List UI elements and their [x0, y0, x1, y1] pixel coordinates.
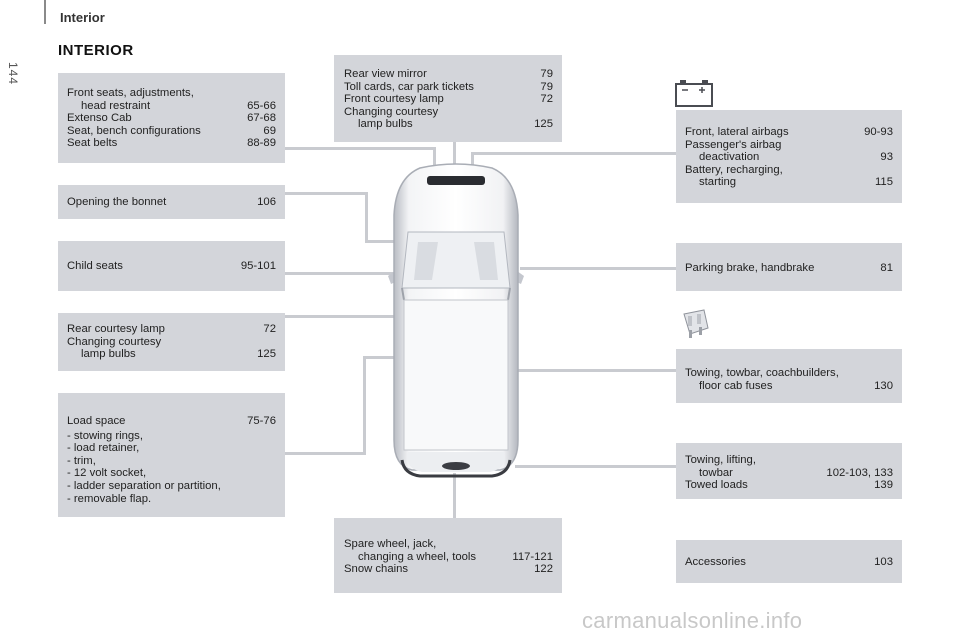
- entry-label: Changing courtesy: [344, 105, 439, 118]
- page-ref: 125: [534, 118, 553, 131]
- connector-line: [365, 192, 368, 242]
- section-header: Interior: [60, 10, 105, 25]
- connector-line: [285, 315, 450, 318]
- list-item: - load retainer,: [67, 442, 140, 455]
- list-item: - ladder separation or partition,: [67, 479, 221, 492]
- entry-label: Toll cards, car park tickets: [344, 80, 474, 93]
- page-ref: 115: [874, 176, 893, 189]
- entry-label: lamp bulbs: [358, 118, 413, 131]
- entry-label: Rear courtesy lamp: [67, 323, 165, 335]
- list-item: - 12 volt socket,: [67, 467, 147, 480]
- page-ref: 72: [263, 323, 276, 335]
- page-ref: 75-76: [247, 415, 276, 427]
- connector-line: [285, 452, 365, 455]
- connector-line: [515, 465, 676, 468]
- entry-label: Load space: [67, 415, 126, 427]
- page-ref: 95-101: [240, 260, 276, 272]
- watermark: carmanualsonline.info: [582, 608, 803, 633]
- list-item: - stowing rings,: [67, 429, 143, 442]
- entry-label: Child seats: [67, 260, 123, 272]
- page-ref: 130: [874, 379, 893, 392]
- page-ref: 106: [257, 196, 276, 208]
- load-space-list: - stowing rings, - load retainer, - trim…: [67, 430, 276, 506]
- entry-label: Front courtesy lamp: [344, 93, 444, 106]
- connector-line: [285, 272, 405, 275]
- connector-line: [285, 192, 367, 195]
- entry-label: Accessories: [685, 556, 746, 568]
- entry-label: towbar: [699, 466, 733, 479]
- page-ref: 88-89: [247, 137, 276, 150]
- page-ref: 103: [874, 556, 893, 568]
- airbags-box: Front, lateral airbags 90-93 Passenger's …: [676, 110, 902, 203]
- connector-line: [520, 267, 676, 270]
- connector-line: [453, 473, 456, 518]
- entry-label: Changing courtesy: [67, 335, 162, 348]
- page-ref: 65-66: [247, 99, 276, 112]
- entry-label: Extenso Cab: [67, 112, 132, 125]
- page-ref: 79: [540, 68, 553, 80]
- page-title: INTERIOR: [58, 42, 134, 59]
- connector-line: [363, 356, 366, 455]
- connector-line: [365, 240, 405, 243]
- load-space-box: Load space 75-76 - stowing rings, - load …: [58, 393, 285, 517]
- entry-label: Spare wheel, jack,: [344, 538, 437, 550]
- entry-label: Towed loads: [685, 479, 748, 492]
- entry-label: head restraint: [81, 99, 151, 112]
- entry-label: lamp bulbs: [81, 348, 136, 361]
- bonnet-box: Opening the bonnet 106: [58, 185, 285, 219]
- entry-label: deactivation: [699, 151, 760, 164]
- page-ref: 93: [880, 151, 893, 164]
- page-ref: 69: [263, 124, 276, 137]
- entry-label: starting: [699, 176, 737, 189]
- entry-label: Passenger's airbag: [685, 138, 782, 151]
- entry-label: Seat, bench configurations: [67, 124, 201, 137]
- child-seats-box: Child seats 95-101: [58, 241, 285, 291]
- page-ref: 79: [540, 80, 553, 93]
- towing-lifting-box: Towing, lifting, towbar 102-103, 133 Towe…: [676, 443, 902, 499]
- page-ref: 72: [540, 93, 553, 106]
- entry-label: floor cab fuses: [699, 379, 773, 392]
- connector-line: [285, 147, 435, 150]
- page-ref: 117-121: [512, 550, 553, 563]
- entry-label: Rear view mirror: [344, 68, 427, 80]
- page-ref: 90-93: [864, 126, 893, 138]
- list-item: - trim,: [67, 454, 96, 467]
- page-ref: 67-68: [247, 112, 276, 125]
- page-edge-bar: [44, 0, 46, 24]
- page-ref: 81: [880, 262, 893, 274]
- entry-label: changing a wheel, tools: [358, 550, 477, 563]
- entry-label: Towing, towbar, coachbuilders,: [685, 367, 839, 379]
- parking-brake-box: Parking brake, handbrake 81: [676, 243, 902, 291]
- connector-line: [473, 152, 676, 155]
- entry-label: Front, lateral airbags: [685, 126, 789, 138]
- entry-label: Opening the bonnet: [67, 196, 167, 208]
- page-ref: 139: [874, 479, 893, 492]
- entry-label: Parking brake, handbrake: [685, 262, 815, 274]
- spare-wheel-box: Spare wheel, jack, changing a wheel, too…: [334, 518, 562, 593]
- page-ref: 122: [534, 563, 553, 576]
- entry-label: Front seats, adjustments,: [67, 87, 194, 99]
- entry-label: Seat belts: [67, 137, 118, 150]
- entry-label: Battery, recharging,: [685, 163, 783, 176]
- rear-view-box: Rear view mirror 79 Toll cards, car park …: [334, 55, 562, 142]
- front-seats-box: Front seats, adjustments, head restraint…: [58, 73, 285, 163]
- towing-fuses-box: Towing, towbar, coachbuilders, floor cab…: [676, 349, 902, 403]
- connector-line: [510, 369, 676, 372]
- accessories-box: Accessories 103: [676, 540, 902, 583]
- entry-label: Snow chains: [344, 563, 409, 576]
- rear-courtesy-box: Rear courtesy lamp 72 Changing courtesy l…: [58, 313, 285, 371]
- page-ref: 102-103, 133: [826, 466, 893, 479]
- page-ref: 125: [257, 348, 276, 361]
- list-item: - removable flap.: [67, 492, 152, 505]
- entry-label: Towing, lifting,: [685, 454, 756, 466]
